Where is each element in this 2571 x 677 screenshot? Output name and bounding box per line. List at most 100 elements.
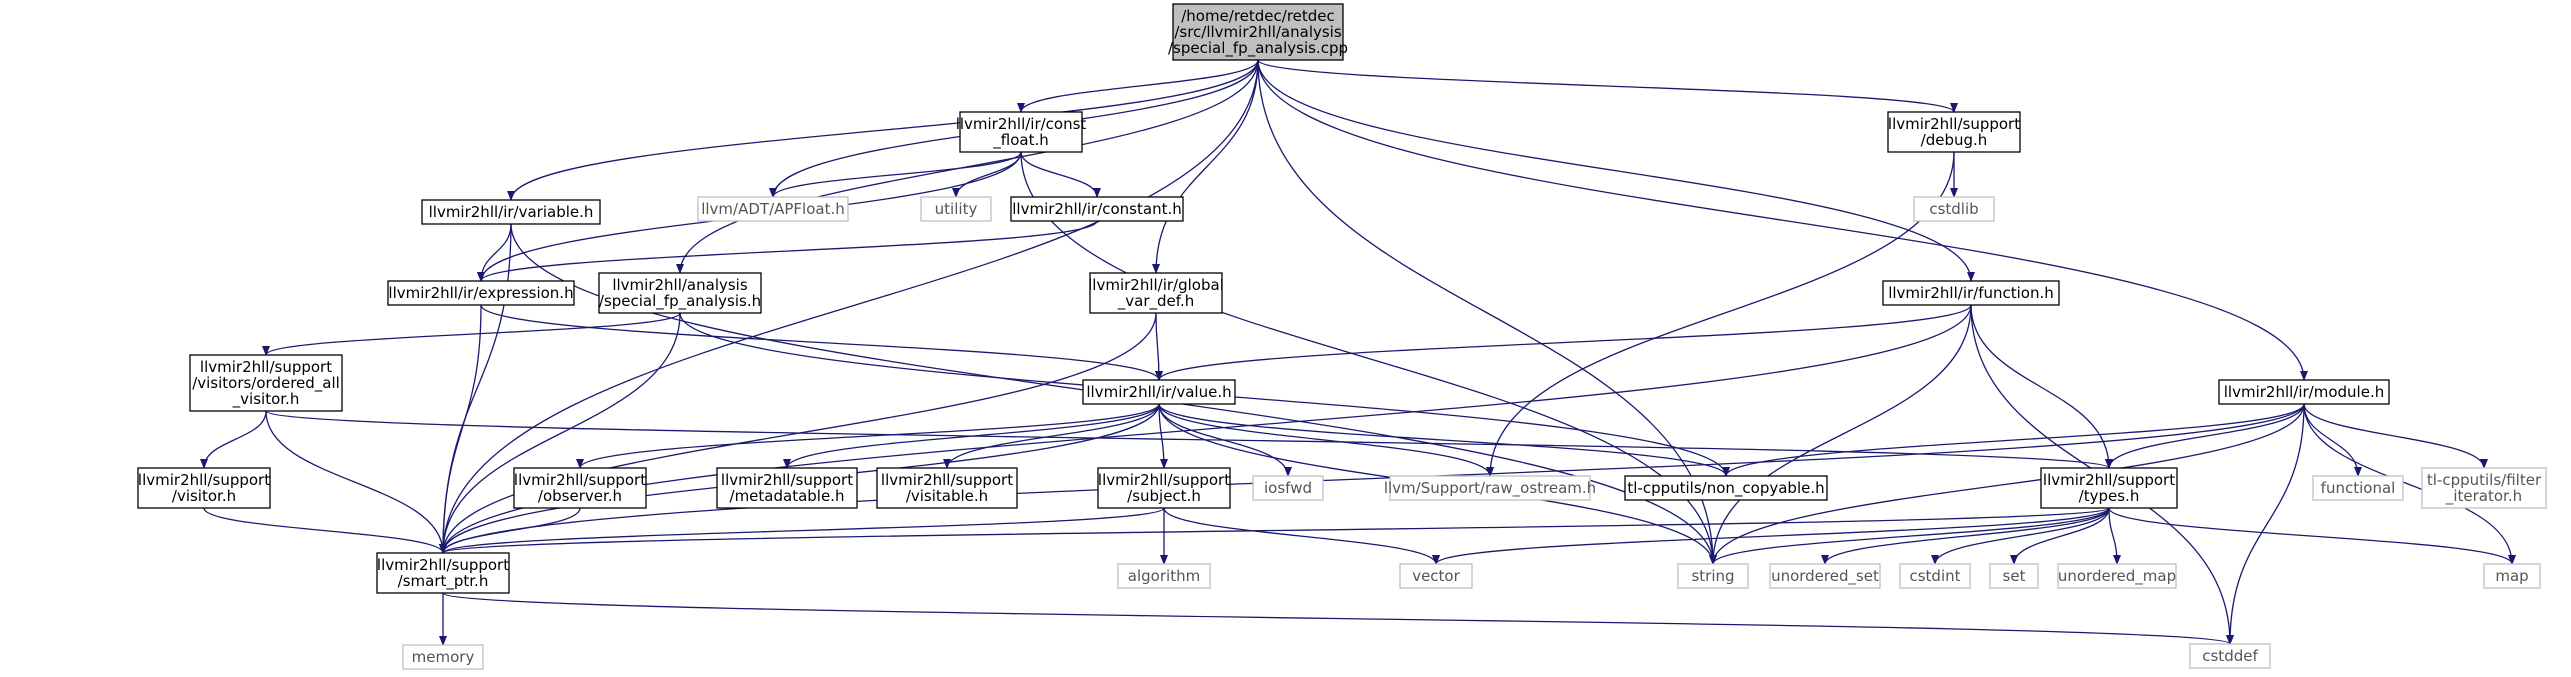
node-label-line: llvmir2hll/ir/module.h [2224, 383, 2384, 401]
node-label-line: _iterator.h [2445, 487, 2522, 506]
node-expression[interactable]: llvmir2hll/ir/expression.h [387, 280, 575, 306]
edge-value-to-subject [1158, 403, 1168, 469]
edge-types-to-smart_ptr [439, 507, 2110, 554]
node-label-line: utility [935, 200, 978, 218]
node-global_var[interactable]: llvmir2hll/ir/global_var_def.h [1088, 272, 1224, 314]
node-debug[interactable]: llvmir2hll/support/debug.h [1887, 111, 2021, 153]
node-visitor[interactable]: llvmir2hll/support/visitor.h [137, 467, 271, 509]
node-string[interactable]: string [1677, 563, 1749, 589]
node-smart_ptr[interactable]: llvmir2hll/support/smart_ptr.h [376, 552, 510, 594]
node-label-line: /smart_ptr.h [398, 572, 489, 591]
node-cstdlib[interactable]: cstdlib [1913, 196, 1995, 222]
edge-value-to-iosfwd [1158, 403, 1292, 477]
node-label-line: algorithm [1128, 567, 1200, 585]
node-types[interactable]: llvmir2hll/support/types.h [2040, 467, 2178, 509]
node-value[interactable]: llvmir2hll/ir/value.h [1082, 379, 1236, 405]
edge-function-to-smart_ptr [439, 304, 1972, 554]
node-label-line: /observer.h [538, 487, 622, 505]
node-label-line: map [2495, 567, 2528, 585]
node-label-line: llvmir2hll/analysis [612, 276, 748, 294]
edge-expression-to-value [480, 304, 1163, 381]
node-observer[interactable]: llvmir2hll/support/observer.h [513, 467, 647, 509]
edge-visitor-to-smart_ptr [203, 507, 447, 554]
node-label-line: llvmir2hll/ir/constant.h [1012, 200, 1181, 218]
node-functional[interactable]: functional [2312, 475, 2404, 501]
edge-module-to-cstddef [2226, 403, 2305, 645]
edge-expression-to-smart_ptr [439, 304, 482, 554]
node-unordered_map[interactable]: unordered_map [2057, 563, 2177, 589]
node-label-line: llvmir2hll/ir/expression.h [388, 284, 573, 302]
edge-function-to-string [1709, 304, 1972, 565]
node-label-line: llvmir2hll/support [881, 471, 1013, 489]
node-label-line: cstdint [1909, 567, 1960, 585]
node-box [1913, 196, 1995, 222]
node-constant[interactable]: llvmir2hll/ir/constant.h [1010, 196, 1184, 222]
node-box [1082, 379, 1236, 405]
edge-smart_ptr-to-cstddef [442, 592, 2234, 645]
edge-variable-to-expression [477, 223, 512, 282]
edge-root-to-global_var [1152, 59, 1259, 274]
node-subject[interactable]: llvmir2hll/support/subject.h [1097, 467, 1231, 509]
node-box [2189, 643, 2271, 669]
node-label-line: llvmir2hll/support [138, 471, 270, 489]
edge-observer-to-smart_ptr [439, 507, 581, 554]
node-label-line: functional [2321, 479, 2396, 497]
edge-module-to-non_copyable [1722, 403, 2305, 477]
node-filter_iter[interactable]: tl-cpputils/filter_iterator.h [2421, 467, 2547, 509]
node-function[interactable]: llvmir2hll/ir/function.h [1882, 280, 2060, 306]
node-box [1252, 475, 1324, 501]
node-utility[interactable]: utility [920, 196, 992, 222]
node-unordered_set[interactable]: unordered_set [1769, 563, 1881, 589]
node-cstdint[interactable]: cstdint [1899, 563, 1971, 589]
edge-types-to-vector [1432, 507, 2110, 565]
node-memory[interactable]: memory [402, 644, 484, 670]
node-non_copyable[interactable]: tl-cpputils/non_copyable.h [1624, 475, 1828, 501]
node-sfp_h[interactable]: llvmir2hll/analysis/special_fp_analysis.… [598, 272, 762, 314]
node-iosfwd[interactable]: iosfwd [1252, 475, 1324, 501]
edge-constant-to-expression [477, 220, 1098, 282]
node-const_float[interactable]: llvmir2hll/ir/const_float.h [956, 111, 1087, 153]
node-module[interactable]: llvmir2hll/ir/module.h [2218, 379, 2390, 405]
node-label-line: /visitor.h [172, 487, 236, 505]
node-set[interactable]: set [1989, 563, 2039, 589]
node-box [387, 280, 575, 306]
node-label-line: tl-cpputils/non_copyable.h [1627, 479, 1824, 498]
edge-module-to-string [1709, 403, 2305, 565]
node-label-line: string [1691, 567, 1734, 585]
node-cstddef[interactable]: cstddef [2189, 643, 2271, 669]
node-raw_ostream[interactable]: llvm/Support/raw_ostream.h [1384, 475, 1596, 501]
node-visitable[interactable]: llvmir2hll/support/visitable.h [876, 467, 1018, 509]
node-label-line: /metadatable.h [730, 487, 845, 505]
node-metadatable[interactable]: llvmir2hll/support/metadatable.h [716, 467, 858, 509]
edge-types-to-unordered_map [2108, 507, 2121, 565]
node-label-line: /special_fp_analysis.cpp [1168, 39, 1348, 58]
edge-root-to-string [1257, 59, 1717, 565]
node-box [598, 272, 762, 314]
node-map[interactable]: map [2483, 563, 2541, 589]
edge-module-to-types [2105, 403, 2305, 469]
node-box [1624, 475, 1828, 501]
node-box [920, 196, 992, 222]
edge-ordered-to-visitor [200, 410, 267, 469]
node-box [189, 354, 343, 412]
node-root[interactable]: /home/retdec/retdec/src/llvmir2hll/analy… [1168, 3, 1348, 61]
edge-value-to-metadatable [783, 403, 1160, 469]
edge-types-to-cstdint [1931, 507, 2110, 565]
node-box [2218, 379, 2390, 405]
node-apfloat[interactable]: llvm/ADT/APFloat.h [697, 196, 849, 222]
node-variable[interactable]: llvmir2hll/ir/variable.h [421, 199, 601, 225]
node-algorithm[interactable]: algorithm [1117, 563, 1211, 589]
node-label-line: llvmir2hll/support [1888, 115, 2020, 133]
node-label-line: vector [1412, 567, 1460, 585]
edge-sfp_h-to-ordered [262, 312, 681, 356]
node-box [1089, 272, 1223, 314]
node-box [959, 111, 1083, 153]
edge-sfp_h-to-smart_ptr [439, 312, 681, 554]
node-box [1399, 563, 1473, 589]
node-label-line: llvmir2hll/support [1098, 471, 1230, 489]
node-vector[interactable]: vector [1399, 563, 1473, 589]
node-label-line: unordered_set [1771, 567, 1879, 586]
node-box [876, 467, 1018, 509]
node-ordered[interactable]: llvmir2hll/support/visitors/ordered_all_… [189, 354, 343, 412]
node-label-line: /home/retdec/retdec [1181, 7, 1335, 25]
